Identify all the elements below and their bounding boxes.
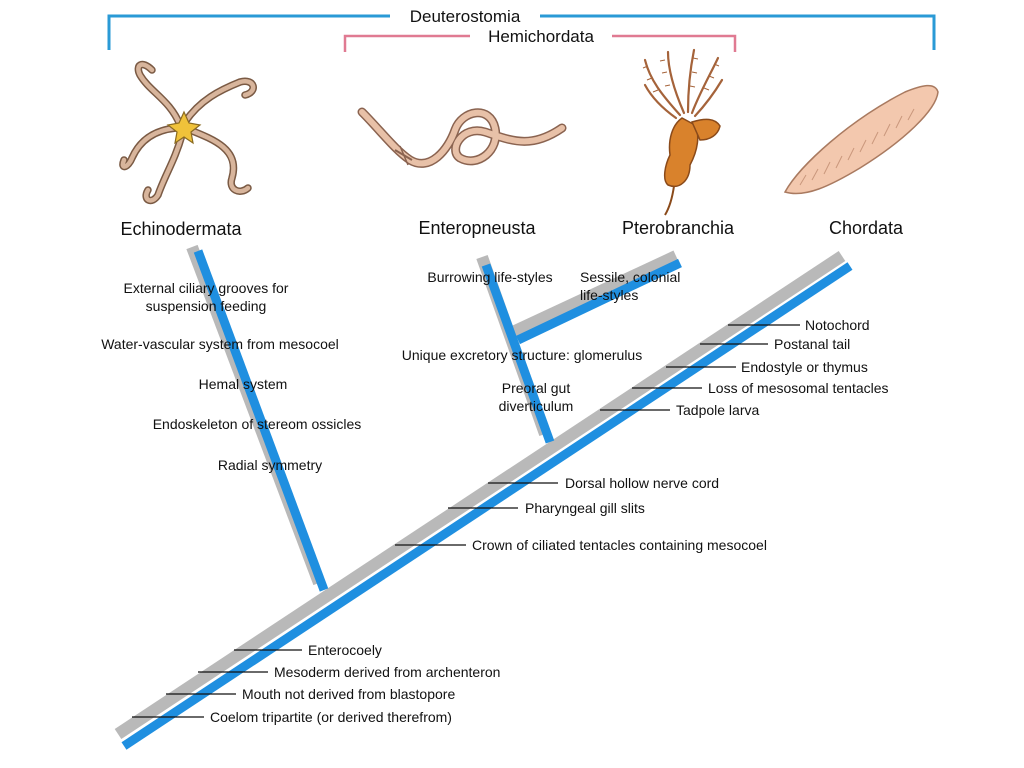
trait-preoral-gut-1: Preoral gut (502, 380, 571, 396)
taxon-pterobranchia: Pterobranchia (622, 218, 735, 238)
deuterostomia-label: Deuterostomia (410, 7, 521, 26)
deuterostome-trait-labels: Enterocoely Mesoderm derived from archen… (210, 642, 500, 725)
echinodermata-traits: External ciliary grooves for suspension … (101, 280, 361, 473)
trait-coelom: Coelom tripartite (or derived therefrom) (210, 709, 452, 725)
hemichordata-branch (481, 263, 555, 444)
deuterostome-trait-leaders (132, 649, 302, 718)
trait-burrowing: Burrowing life-styles (427, 269, 552, 285)
trait-radial-symmetry: Radial symmetry (218, 457, 322, 473)
taxon-echinodermata: Echinodermata (120, 219, 242, 239)
trait-preoral-gut-2: diverticulum (499, 398, 574, 414)
acorn-worm-icon (357, 107, 567, 168)
trait-gill-slits: Pharyngeal gill slits (525, 500, 645, 516)
chordata-trait-labels: Notochord Postanal tail Endostyle or thy… (676, 317, 889, 418)
trait-notochord: Notochord (805, 317, 870, 333)
trait-postanal-tail: Postanal tail (774, 336, 850, 352)
branches (114, 244, 853, 750)
trait-endoskeleton: Endoskeleton of stereom ossicles (153, 416, 362, 432)
deuterostomia-bracket: Deuterostomia (107, 7, 936, 50)
taxon-chordata: Chordata (829, 218, 904, 238)
echinodermata-branch (193, 249, 329, 592)
shared-trait-labels: Dorsal hollow nerve cord Pharyngeal gill… (472, 475, 767, 553)
taxon-enteropneusta: Enteropneusta (418, 218, 536, 238)
trait-sessile-1: Sessile, colonial (580, 269, 680, 285)
trait-loss-tentacles: Loss of mesosomal tentacles (708, 380, 889, 396)
chordata-traits (600, 324, 800, 411)
hemichordata-bracket-line (343, 34, 737, 52)
brittle-star-icon (119, 60, 257, 205)
trait-ciliary-grooves-2: suspension feeding (146, 298, 267, 314)
trait-tadpole-larva: Tadpole larva (676, 402, 759, 418)
trait-dorsal-nerve-cord: Dorsal hollow nerve cord (565, 475, 719, 491)
pterobranch-icon (642, 48, 724, 216)
trait-ciliary-grooves-1: External ciliary grooves for (124, 280, 289, 296)
trait-glomerulus: Unique excretory structure: glomerulus (402, 347, 642, 363)
hemichordata-label: Hemichordata (488, 27, 594, 46)
main-trunk (121, 262, 853, 750)
trait-sessile-2: life-styles (580, 287, 638, 303)
shared-trait-leaders (395, 482, 558, 546)
pterobranchia-branch (516, 258, 682, 345)
trait-hemal-system: Hemal system (199, 376, 288, 392)
trait-mesoderm: Mesoderm derived from archenteron (274, 664, 500, 680)
hemichordata-traits: Burrowing life-styles Sessile, colonial … (402, 269, 681, 414)
hemichordata-bracket: Hemichordata (343, 27, 737, 52)
lancelet-icon (783, 84, 939, 195)
trait-enterocoely: Enterocoely (308, 642, 382, 658)
trait-mouth: Mouth not derived from blastopore (242, 686, 455, 702)
trait-water-vascular: Water-vascular system from mesocoel (101, 336, 339, 352)
trait-ciliated-tentacles: Crown of ciliated tentacles containing m… (472, 537, 767, 553)
deuterostomia-bracket-line (107, 14, 936, 50)
trait-endostyle: Endostyle or thymus (741, 359, 868, 375)
